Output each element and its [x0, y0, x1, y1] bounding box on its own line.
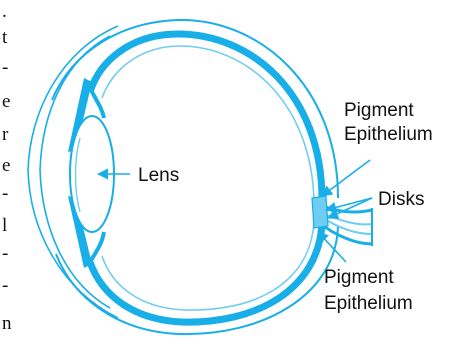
pigment-lower-label-line1: Pigment — [324, 267, 394, 288]
retina-band — [90, 34, 322, 200]
ciliary-body-upper — [90, 88, 104, 118]
pigment-lower-label-line2: Epithelium — [324, 293, 413, 314]
disks-label: Disks — [378, 189, 424, 210]
disks-region — [312, 196, 328, 228]
pigment-upper-label-line1: Pigment — [344, 100, 414, 121]
lens-label: Lens — [138, 165, 179, 186]
pigment-upper-arrow — [322, 160, 370, 196]
inner-retina-line — [102, 46, 314, 202]
pigment-upper-label-line2: Epithelium — [344, 124, 433, 145]
